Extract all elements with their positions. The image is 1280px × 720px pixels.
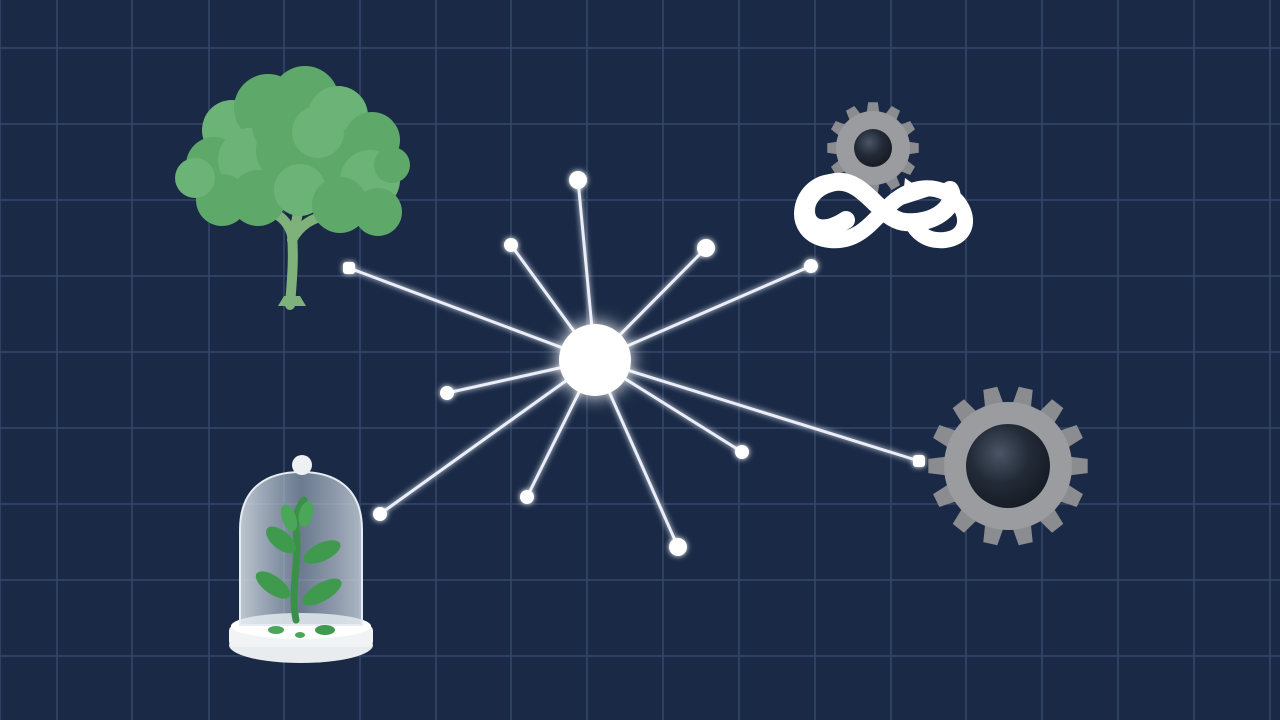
central-hub — [559, 324, 631, 396]
spokes — [348, 179, 920, 548]
spoke-top-2-node — [569, 171, 587, 189]
spoke-to-cloche — [379, 358, 596, 516]
tree-foliage-blob — [312, 177, 368, 233]
spoke-bottom-1-node — [520, 490, 534, 504]
gear-hub — [854, 129, 892, 167]
gear-cycle-icon — [794, 102, 973, 249]
spoke-to-cloche-node — [373, 507, 387, 521]
gear-hub — [966, 424, 1050, 508]
tree-foliage-blob — [175, 158, 215, 198]
spoke-top-1-node — [504, 238, 518, 252]
cycle-arrowhead — [902, 178, 930, 205]
spoke-to-gear — [594, 358, 920, 463]
spoke-right-1-node — [735, 445, 749, 459]
tree-foliage-blob — [292, 106, 344, 158]
spoke-left-node — [440, 386, 454, 400]
spoke-to-gear-node — [913, 455, 925, 467]
spoke-top-3-node — [697, 239, 715, 257]
tree-icon — [175, 66, 410, 310]
spoke-nodes — [343, 171, 925, 556]
tree-foliage-blob — [374, 147, 410, 183]
tree-foliage-blob — [354, 188, 402, 236]
spoke-to-gear-cycle-node — [804, 259, 818, 273]
spoke-bottom-2-node — [669, 538, 687, 556]
spoke-to-tree-node — [343, 262, 355, 274]
tree-foliage-blob — [230, 170, 286, 226]
spoke-to-gear-cycle — [594, 264, 812, 362]
gear-icon — [928, 386, 1088, 546]
spoke-to-tree — [348, 266, 596, 362]
plant-cloche-icon — [229, 455, 373, 663]
